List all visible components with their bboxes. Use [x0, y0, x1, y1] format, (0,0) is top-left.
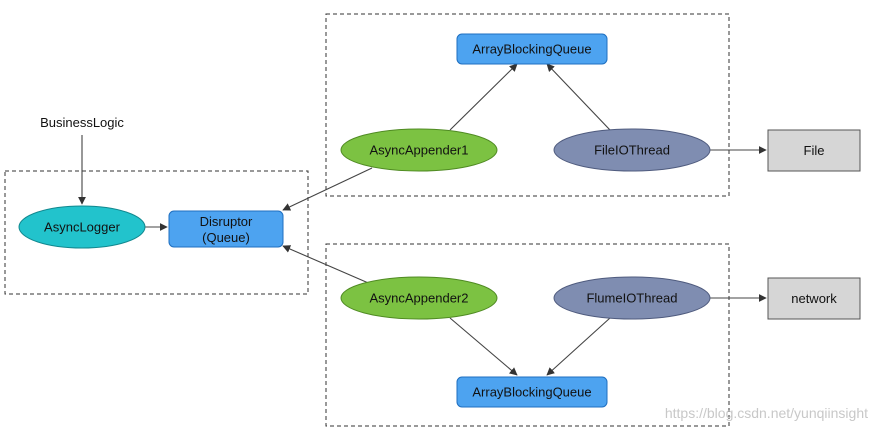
disruptor-node: Disruptor (Queue) [168, 210, 284, 248]
edge-appender2-to-disruptor [282, 245, 374, 286]
async-logger-shape [18, 205, 146, 249]
async-appender-2-node: AsyncAppender2 [340, 276, 498, 320]
async-appender-1-label: AsyncAppender1 [369, 143, 468, 158]
edge-flumeio-to-queue [546, 317, 611, 376]
async-appender-1-shape [340, 128, 498, 172]
file-label: File [804, 143, 825, 158]
file-io-thread-node: FileIOThread [553, 128, 711, 172]
disruptor-label-line2: (Queue) [202, 230, 250, 245]
file-io-thread-shape [553, 128, 711, 172]
edge-appender1-to-disruptor [282, 167, 373, 211]
queue-bottom-node: ArrayBlockingQueue [456, 376, 608, 408]
async-appender-1-node: AsyncAppender1 [340, 128, 498, 172]
flume-io-thread-label: FlumeIOThread [586, 291, 677, 306]
queue-top-shape [456, 33, 608, 65]
group-appender-1 [325, 13, 730, 197]
flume-io-thread-node: FlumeIOThread [553, 276, 711, 320]
async-appender-2-shape [340, 276, 498, 320]
network-node: network [767, 277, 861, 320]
edge-fileio-to-queue [546, 63, 611, 131]
group-appender-2 [325, 243, 730, 427]
async-logger-label: AsyncLogger [44, 220, 121, 235]
file-io-thread-label: FileIOThread [594, 143, 670, 158]
file-shape [767, 129, 861, 172]
edge-appender2-to-queue [449, 317, 518, 376]
watermark-text: https://blog.csdn.net/yunqiinsight [665, 405, 868, 421]
disruptor-label-line1: Disruptor [200, 214, 253, 229]
edge-appender1-to-queue [449, 63, 518, 131]
group-logger [4, 170, 309, 295]
queue-bottom-shape [456, 376, 608, 408]
disruptor-shape [168, 210, 284, 248]
queue-top-node: ArrayBlockingQueue [456, 33, 608, 65]
business-logic-label: BusinessLogic [40, 115, 124, 130]
queue-top-label: ArrayBlockingQueue [472, 42, 591, 57]
async-appender-2-label: AsyncAppender2 [369, 291, 468, 306]
file-node: File [767, 129, 861, 172]
flume-io-thread-shape [553, 276, 711, 320]
network-shape [767, 277, 861, 320]
network-label: network [791, 291, 837, 306]
async-logger-node: AsyncLogger [18, 205, 146, 249]
queue-bottom-label: ArrayBlockingQueue [472, 385, 591, 400]
